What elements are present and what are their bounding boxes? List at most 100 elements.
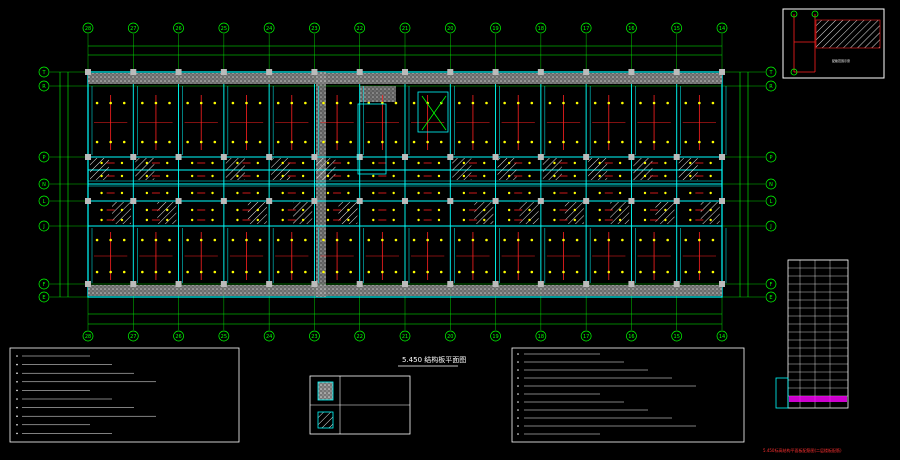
rebar-mark [593, 101, 597, 105]
column [130, 198, 137, 204]
rebar-mark [503, 140, 506, 144]
axis-bubble-top [490, 22, 501, 34]
axis-bubble-left [38, 151, 50, 163]
rebar-mark [372, 174, 375, 178]
column [220, 281, 227, 287]
note-bullet [517, 369, 519, 371]
axis-bubble-bottom [263, 330, 275, 342]
rebar-mark [709, 161, 712, 165]
rebar-mark [100, 161, 103, 165]
rebar-mark [256, 208, 260, 212]
rebar-mark [120, 161, 124, 165]
rebar-mark [573, 191, 577, 195]
axis-label-bottom: 18 [538, 334, 544, 340]
rebar-mark [664, 218, 667, 222]
axis-label-top: 19 [492, 26, 498, 32]
axis-label-right: P [769, 155, 772, 161]
rebar-mark [290, 238, 294, 242]
hatched-slab [700, 202, 720, 224]
column [175, 281, 182, 287]
column [402, 154, 408, 160]
rebar-mark [258, 101, 262, 105]
rebar-mark [471, 238, 475, 242]
stairwell [357, 103, 387, 175]
column [85, 281, 91, 287]
rebar-mark [639, 270, 642, 274]
general-notes-right [511, 347, 745, 443]
rebar-mark [349, 101, 352, 105]
rebar-mark [154, 101, 158, 105]
rebar-mark [573, 218, 577, 222]
schedule-highlight-row [789, 396, 847, 402]
rebar-mark [100, 174, 103, 178]
rebar-mark [485, 140, 488, 144]
rebar-mark [109, 270, 112, 274]
rebar-mark [530, 238, 534, 242]
hatched-slab [588, 158, 608, 180]
rebar-mark [392, 161, 395, 165]
note-bullet [16, 406, 18, 409]
rebar-mark [211, 161, 214, 165]
rebar-mark [276, 101, 280, 105]
axis-bubble-top [263, 22, 275, 34]
rebar-mark [281, 161, 284, 165]
rebar-mark [322, 101, 325, 105]
rebar-mark [471, 140, 475, 144]
column [673, 198, 680, 204]
note-bullet [16, 432, 18, 435]
rebar-mark [689, 208, 692, 212]
scope-legend-box: 配筋范围示意 [782, 8, 885, 79]
hatched-slab [316, 158, 336, 180]
rebar-mark [412, 101, 416, 105]
axis-bubble-left [38, 66, 50, 78]
rebar-mark [392, 191, 395, 195]
rebar-mark [166, 174, 169, 178]
rebar-mark [394, 101, 398, 105]
rebar-mark [213, 270, 217, 274]
rebar-mark [199, 140, 203, 144]
rebar-mark [190, 174, 194, 178]
rebar-mark [109, 140, 112, 144]
column [537, 154, 544, 160]
rebar-mark [120, 174, 124, 178]
rebar-mark [548, 140, 552, 144]
rebar-mark [211, 174, 214, 178]
axis-label-top: 24 [266, 26, 272, 32]
axis-label-bottom: 28 [85, 334, 91, 340]
hatched-slab [90, 158, 110, 180]
column [356, 154, 363, 160]
column [583, 69, 590, 75]
rebar-mark [684, 238, 688, 242]
hatched-slab [497, 158, 517, 180]
rebar-mark [417, 161, 420, 165]
rebar-mark [553, 218, 556, 222]
rebar-mark [462, 218, 466, 222]
axis-bubble-right [765, 195, 777, 207]
note-bullet [517, 433, 519, 435]
rebar-mark [213, 238, 217, 242]
column [673, 154, 680, 160]
rebar-mark [598, 218, 601, 222]
axis-bubble-bottom [354, 330, 366, 342]
hatched-slab [542, 158, 562, 180]
rebar-mark [145, 174, 149, 178]
rebar-mark [709, 218, 712, 222]
rebar-mark [437, 191, 441, 195]
rebar-mark [372, 191, 375, 195]
rebar-mark [100, 191, 103, 195]
rebar-mark [95, 101, 99, 105]
rebar-mark [684, 270, 688, 274]
rebar-mark [462, 161, 466, 165]
column [85, 154, 91, 160]
rebar-mark [530, 101, 534, 105]
axis-bubble-right [765, 220, 777, 232]
rebar-mark [666, 238, 669, 242]
rebar-mark [562, 140, 565, 144]
rebar-mark [607, 140, 611, 144]
rebar-mark [573, 208, 577, 212]
rebar-mark [417, 174, 420, 178]
rebar-mark [562, 270, 565, 274]
rebar-mark [301, 174, 305, 178]
rebar-mark [528, 191, 531, 195]
rebar-mark [575, 270, 579, 274]
